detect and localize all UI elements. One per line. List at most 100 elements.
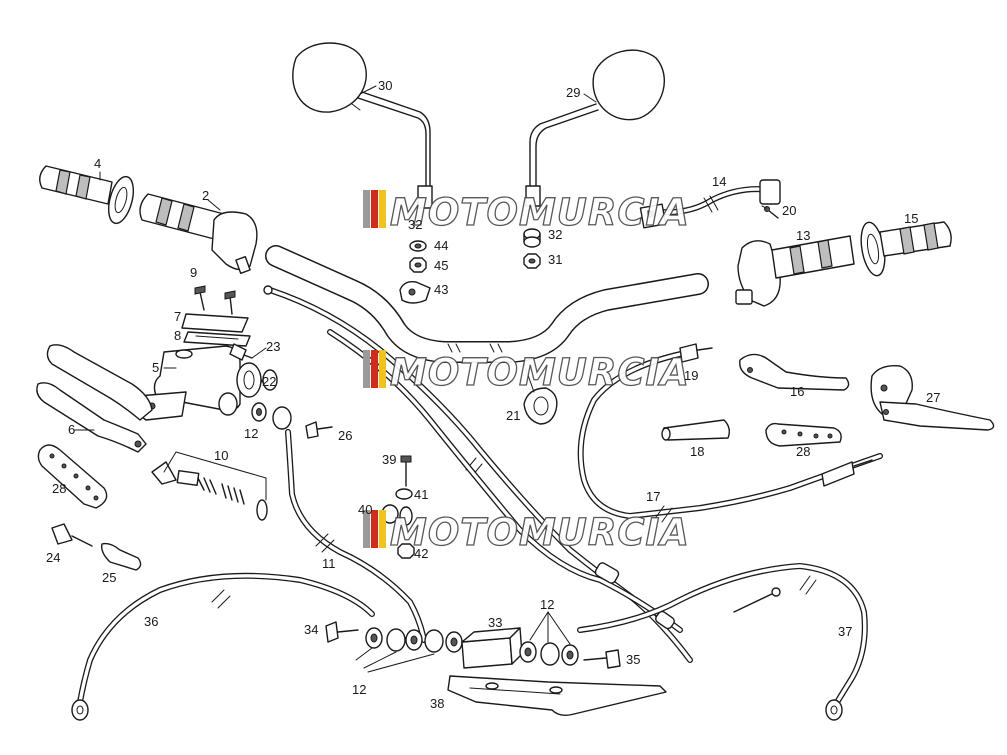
- label-27: 27: [926, 390, 940, 405]
- label-7: 7: [174, 309, 181, 324]
- label-31: 31: [548, 252, 562, 267]
- label-40: 40: [358, 502, 372, 517]
- washers-12-left[interactable]: [365, 627, 463, 653]
- label-37: 37: [838, 624, 852, 639]
- watermark-text: MOTOMURCIA: [390, 351, 690, 394]
- label-38: 38: [430, 696, 444, 711]
- bolt-34[interactable]: [325, 621, 359, 643]
- label-42: 42: [414, 546, 428, 561]
- throttle-cable-b[interactable]: [327, 329, 683, 633]
- clutch-cable-end[interactable]: [821, 459, 873, 487]
- gasket-8[interactable]: [183, 331, 251, 347]
- label-29: 29: [566, 85, 580, 100]
- clamp-43[interactable]: [399, 280, 431, 304]
- spacer-32[interactable]: [523, 228, 541, 248]
- watermark-bottom: MOTOMURCIA: [363, 510, 690, 555]
- left-grip-4[interactable]: [39, 165, 138, 226]
- lever-pad-28a[interactable]: [37, 444, 108, 509]
- label-43: 43: [434, 282, 448, 297]
- bushing-18[interactable]: [661, 419, 731, 441]
- lever-16[interactable]: [739, 353, 850, 391]
- label-45: 45: [434, 258, 448, 273]
- label-28a: 28: [52, 481, 66, 496]
- left-mirror[interactable]: [292, 42, 433, 209]
- label-21: 21: [506, 408, 520, 423]
- leader-lines: [73, 85, 767, 673]
- left-grip-2[interactable]: [139, 193, 258, 274]
- label-41: 41: [414, 487, 428, 502]
- pin-25[interactable]: [100, 542, 142, 571]
- nut-31[interactable]: [523, 253, 541, 269]
- label-28b: 28: [796, 444, 810, 459]
- adjuster-19[interactable]: [679, 343, 713, 363]
- watermark-top: MOTOMURCIA: [363, 190, 690, 235]
- watermark-text: MOTOMURCIA: [390, 511, 690, 554]
- label-33: 33: [488, 615, 502, 630]
- piston-kit-10[interactable]: [151, 451, 268, 521]
- screw-20[interactable]: [764, 206, 779, 219]
- lever-pad-28b[interactable]: [765, 422, 842, 447]
- right-mirror[interactable]: [525, 49, 665, 207]
- label-18: 18: [690, 444, 704, 459]
- label-6: 6: [68, 422, 75, 437]
- handlebar[interactable]: [265, 245, 709, 363]
- hose-36[interactable]: [71, 572, 375, 721]
- watermark-text: MOTOMURCIA: [390, 191, 690, 234]
- cable-17[interactable]: [577, 349, 883, 523]
- label-25: 25: [102, 570, 116, 585]
- label-22: 22: [262, 374, 276, 389]
- right-grip-15[interactable]: [857, 221, 952, 278]
- label-36: 36: [144, 614, 158, 629]
- cable-strap-21[interactable]: [523, 387, 558, 425]
- block-33[interactable]: [461, 627, 523, 669]
- center-fasteners-39-42[interactable]: [381, 455, 415, 559]
- label-35: 35: [626, 652, 640, 667]
- part-labels: 4 2 30 29 14 20 15 13 32 44 45 43 32 31 …: [46, 78, 940, 711]
- nut-45[interactable]: [409, 257, 427, 273]
- label-19: 19: [684, 368, 698, 383]
- label-34: 34: [304, 622, 318, 637]
- washer-12a[interactable]: [251, 402, 267, 422]
- label-12c: 12: [540, 597, 554, 612]
- label-11: 11: [322, 556, 336, 571]
- label-4: 4: [94, 156, 101, 171]
- label-5: 5: [152, 360, 159, 375]
- label-17: 17: [646, 489, 660, 504]
- washers-12-right[interactable]: [519, 641, 579, 666]
- label-39: 39: [382, 452, 396, 467]
- label-13: 13: [796, 228, 810, 243]
- brake-lever-upper[interactable]: [46, 344, 153, 421]
- bushing-22[interactable]: [262, 369, 278, 391]
- washer-44[interactable]: [409, 240, 427, 252]
- label-8: 8: [174, 328, 181, 343]
- master-cylinder-5[interactable]: [136, 345, 262, 421]
- label-23: 23: [266, 339, 280, 354]
- label-26: 26: [338, 428, 352, 443]
- label-10: 10: [214, 448, 228, 463]
- lever-holder-27[interactable]: [870, 365, 995, 431]
- label-16: 16: [790, 384, 804, 399]
- label-30: 30: [378, 78, 392, 93]
- label-32b: 32: [548, 227, 562, 242]
- switch-24[interactable]: [51, 523, 93, 547]
- hose-37[interactable]: [577, 562, 868, 721]
- hose-11[interactable]: [272, 406, 427, 643]
- label-12a: 12: [244, 426, 258, 441]
- wiring-connector-14[interactable]: [639, 179, 781, 229]
- bolt-35[interactable]: [583, 649, 621, 669]
- bracket-38[interactable]: [447, 675, 667, 717]
- banjo-26[interactable]: [305, 421, 333, 439]
- lever-6[interactable]: [36, 382, 147, 453]
- label-2: 2: [202, 188, 209, 203]
- label-44: 44: [434, 238, 448, 253]
- label-12b: 12: [352, 682, 366, 697]
- screws-9[interactable]: [194, 285, 236, 315]
- watermark-middle: MOTOMURCIA: [363, 350, 690, 395]
- cover-7[interactable]: [181, 313, 249, 333]
- right-switch-housing-13[interactable]: [735, 235, 855, 307]
- brake-switch-23[interactable]: [229, 343, 253, 361]
- label-24: 24: [46, 550, 60, 565]
- label-14: 14: [712, 174, 726, 189]
- label-20: 20: [782, 203, 796, 218]
